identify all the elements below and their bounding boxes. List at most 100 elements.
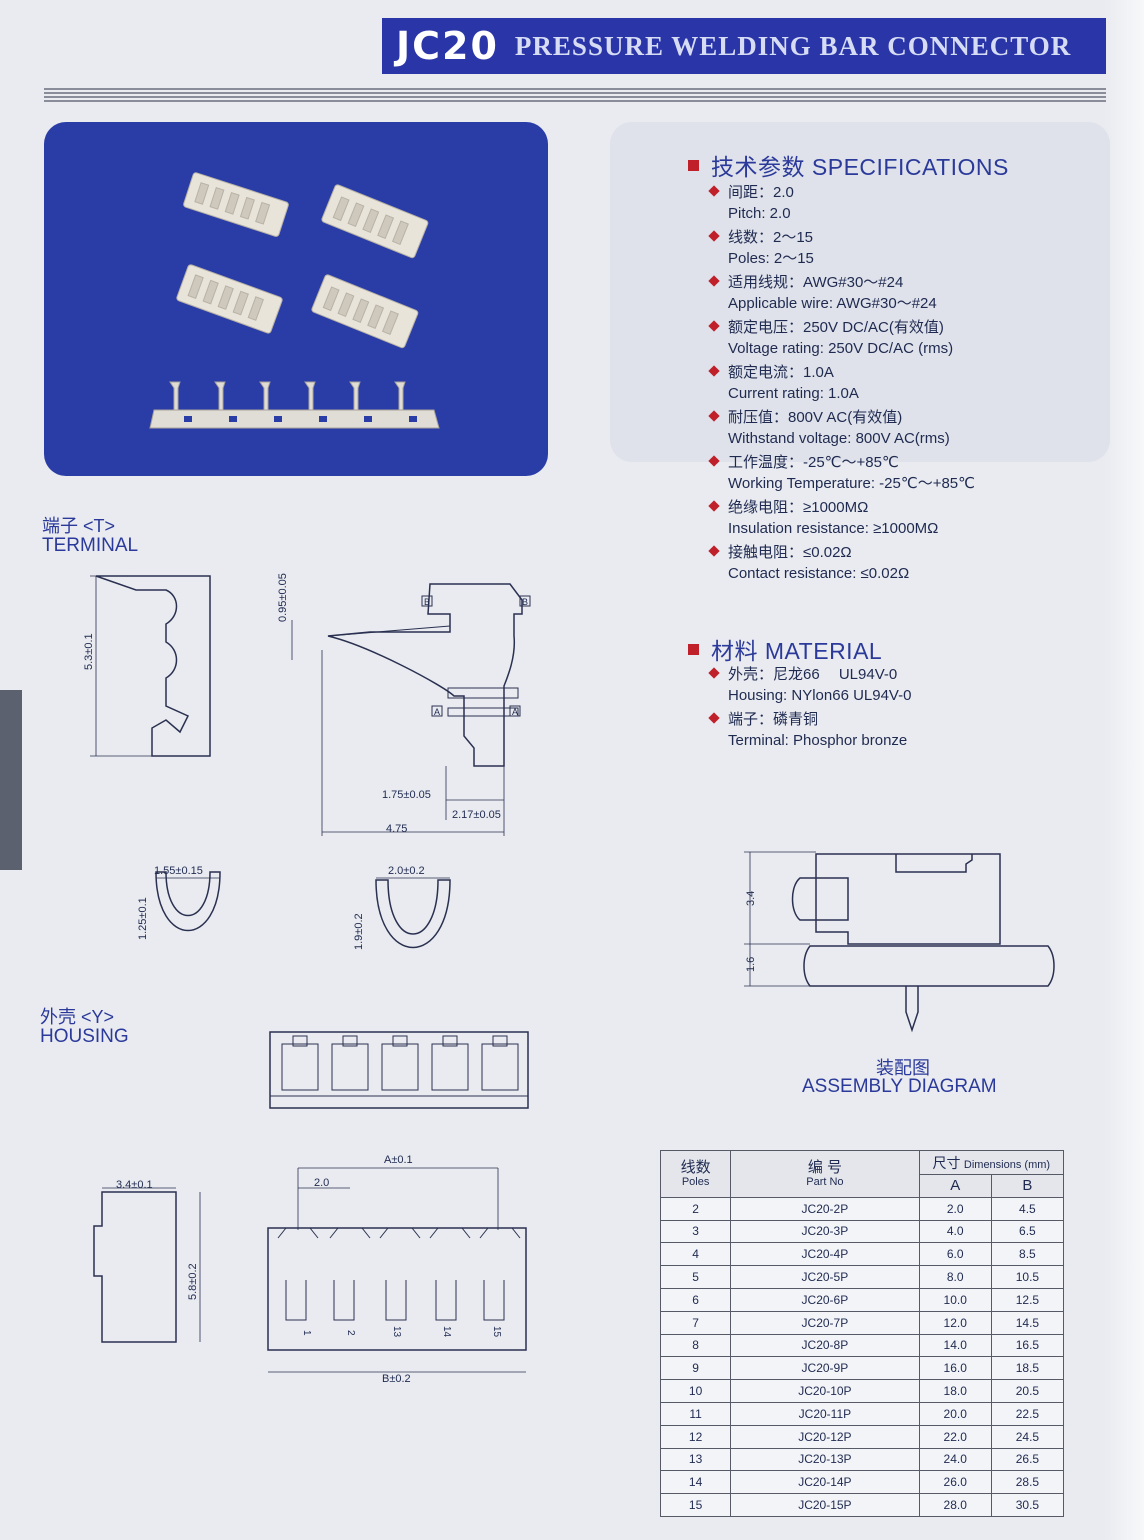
header-dims-en: Dimensions (mm): [963, 1158, 1051, 1171]
cell-a: 28.0: [918, 1493, 992, 1517]
material-cn: 外壳：尼龙66 UL94V-0: [728, 666, 898, 683]
dim-text: B: [522, 597, 528, 607]
header-poles: 线数 Poles: [659, 1150, 732, 1198]
cell-poles: 6: [659, 1287, 732, 1312]
header-poles-en: Poles: [681, 1176, 710, 1189]
dim-text: B±0.2: [382, 1373, 411, 1385]
material-en: Terminal: Phosphor bronze: [728, 732, 908, 749]
assembly-label-cn: 装配图: [876, 1058, 930, 1078]
assembly-drawing: 3.4 1.6: [744, 851, 1055, 1033]
dimensions-table: 线数 Poles 编 号 Part No 尺寸 Dimensions (mm) …: [659, 1150, 1065, 1517]
material-en: Housing: NYlon66 UL94V-0: [728, 687, 912, 704]
spec-panel: [610, 122, 1110, 462]
cell-poles: 2: [659, 1196, 732, 1221]
square-bullet-icon: [688, 643, 699, 655]
dim-text: 1.75±0.05: [382, 789, 431, 801]
spec-cn: 耐压值：800V AC(有效值): [728, 409, 903, 426]
cell-b: 28.5: [990, 1470, 1065, 1495]
cell-part-no: JC20-13P: [730, 1447, 920, 1472]
cell-poles: 7: [659, 1310, 732, 1335]
dim-text: A: [512, 707, 518, 717]
terminal-drawing: 5.3±0.1 0.95±0.05 1.75±0.05 2.17±0.05 4.…: [83, 573, 531, 950]
cell-a: 18.0: [918, 1379, 992, 1403]
square-bullet-icon: [688, 159, 699, 171]
pin-label: 14: [441, 1326, 452, 1338]
dim-text: 1.6: [745, 957, 757, 972]
cell-a: 24.0: [918, 1447, 992, 1472]
spec-en: Poles: 2～15: [728, 250, 814, 267]
product-photo: [44, 122, 548, 476]
dim-text: 5.8±0.2: [187, 1263, 199, 1300]
cell-poles: 13: [659, 1447, 732, 1472]
cell-poles: 12: [659, 1424, 732, 1449]
housing-label-en: HOUSING: [40, 1026, 129, 1047]
specifications-title: 技术参数 SPECIFICATIONS: [688, 148, 1009, 182]
dim-text: 2.0±0.2: [388, 865, 425, 877]
spec-cn: 适用线规：AWG#30～#24: [728, 274, 904, 291]
dim-text: 3.4±0.1: [116, 1179, 153, 1191]
pin-label: 13: [391, 1326, 402, 1338]
material-title-text: 材料 MATERIAL: [711, 638, 883, 664]
cell-b: 4.5: [990, 1196, 1065, 1221]
material-cn: 端子：磷青铜: [728, 711, 819, 728]
pin-label: 1: [301, 1330, 312, 1336]
spec-en: Pitch: 2.0: [728, 205, 791, 222]
cell-part-no: JC20-5P: [730, 1265, 920, 1289]
cell-a: 2.0: [918, 1196, 992, 1221]
cell-poles: 9: [659, 1356, 732, 1381]
dim-text: 3.4: [745, 891, 757, 906]
dim-text: 1.9±0.2: [353, 913, 365, 950]
spec-en: Working Temperature: -25℃～+85℃: [728, 475, 975, 492]
cell-b: 10.5: [990, 1265, 1065, 1289]
cell-b: 24.5: [990, 1424, 1065, 1449]
housing-label-cn: 外壳 <Y>: [40, 1007, 115, 1027]
specifications-title-text: 技术参数 SPECIFICATIONS: [711, 154, 1009, 180]
cell-part-no: JC20-6P: [730, 1287, 920, 1312]
dim-text: 1.25±0.1: [137, 897, 149, 940]
terminal-label-en: TERMINAL: [42, 535, 139, 556]
dim-text: 4.75: [386, 823, 407, 835]
dim-text: 2.17±0.05: [452, 809, 501, 821]
spec-cn: 工作温度：-25℃～+85℃: [728, 454, 899, 471]
housing-drawing: 3.4±0.1 5.8±0.2 A±0.1 2.0 B±0.2 1 2 13 1…: [93, 1031, 529, 1385]
dim-text: 5.3±0.1: [83, 633, 95, 670]
cell-part-no: JC20-9P: [730, 1356, 920, 1381]
cell-b: 6.5: [990, 1219, 1065, 1244]
spec-cn: 绝缘电阻：≥1000MΩ: [728, 499, 869, 516]
dim-text: A±0.1: [384, 1154, 413, 1166]
header-a: A: [918, 1174, 992, 1198]
spec-item: 额定电压：250V DC/AC(有效值)Voltage rating: 250V…: [708, 317, 1108, 359]
diamond-bullet-icon: [708, 712, 720, 724]
dim-text: 0.95±0.05: [277, 573, 289, 622]
spec-cn: 接触电阻：≤0.02Ω: [728, 544, 852, 561]
diamond-bullet-icon: [708, 320, 720, 332]
diamond-bullet-icon: [708, 365, 720, 377]
spec-en: Current rating: 1.0A: [728, 385, 859, 402]
spec-en: Voltage rating: 250V DC/AC (rms): [728, 340, 954, 357]
material-item: 端子：磷青铜 Terminal: Phosphor bronze: [708, 709, 1108, 751]
side-tab: [0, 690, 22, 870]
diamond-bullet-icon: [708, 545, 720, 557]
cell-b: 14.5: [990, 1310, 1065, 1335]
spec-en: Applicable wire: AWG#30～#24: [728, 295, 937, 312]
cell-poles: 8: [659, 1333, 732, 1358]
cell-b: 20.5: [990, 1379, 1065, 1403]
spec-item: 耐压值：800V AC(有效值)Withstand voltage: 800V …: [708, 407, 1108, 449]
cell-b: 8.5: [990, 1242, 1065, 1267]
cell-poles: 15: [659, 1493, 732, 1517]
cell-part-no: JC20-12P: [730, 1424, 920, 1449]
cell-part-no: JC20-11P: [730, 1401, 920, 1426]
spec-cn: 线数：2～15: [728, 229, 814, 246]
cell-poles: 5: [659, 1265, 732, 1289]
